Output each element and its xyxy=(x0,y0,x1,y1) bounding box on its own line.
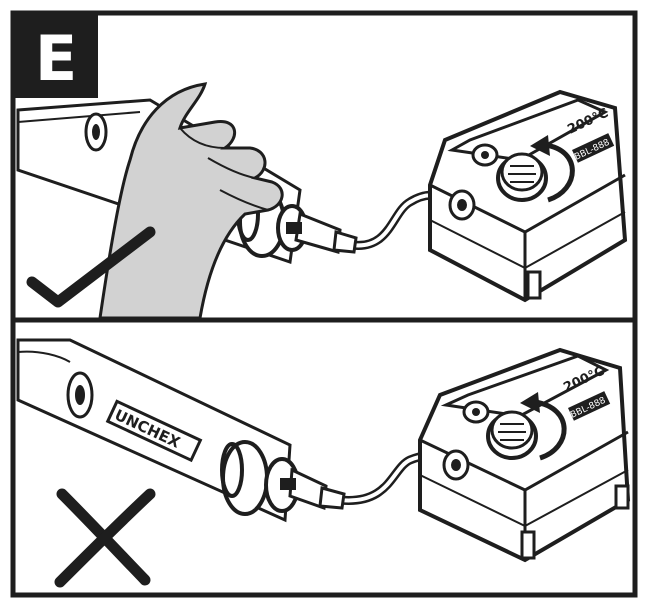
check-mark-icon xyxy=(26,226,156,308)
bottom-rotate-arrow-icon xyxy=(534,399,567,461)
top-hand xyxy=(98,82,284,320)
bottom-heater-unit: 200°C BBL-888 xyxy=(418,347,631,563)
top-dial-icon xyxy=(496,152,548,202)
bottom-panel: UNCHEX xyxy=(16,338,631,588)
step-label-badge: E xyxy=(14,14,98,98)
top-heater-unit: 200°C BBL-888 xyxy=(428,89,628,303)
top-rotate-arrow-icon xyxy=(544,142,575,203)
cross-mark-icon xyxy=(54,488,156,588)
bottom-tool: UNCHEX xyxy=(16,338,346,523)
top-panel: CX xyxy=(16,82,628,320)
bottom-dial-icon xyxy=(486,410,538,460)
step-label: E xyxy=(35,22,77,95)
